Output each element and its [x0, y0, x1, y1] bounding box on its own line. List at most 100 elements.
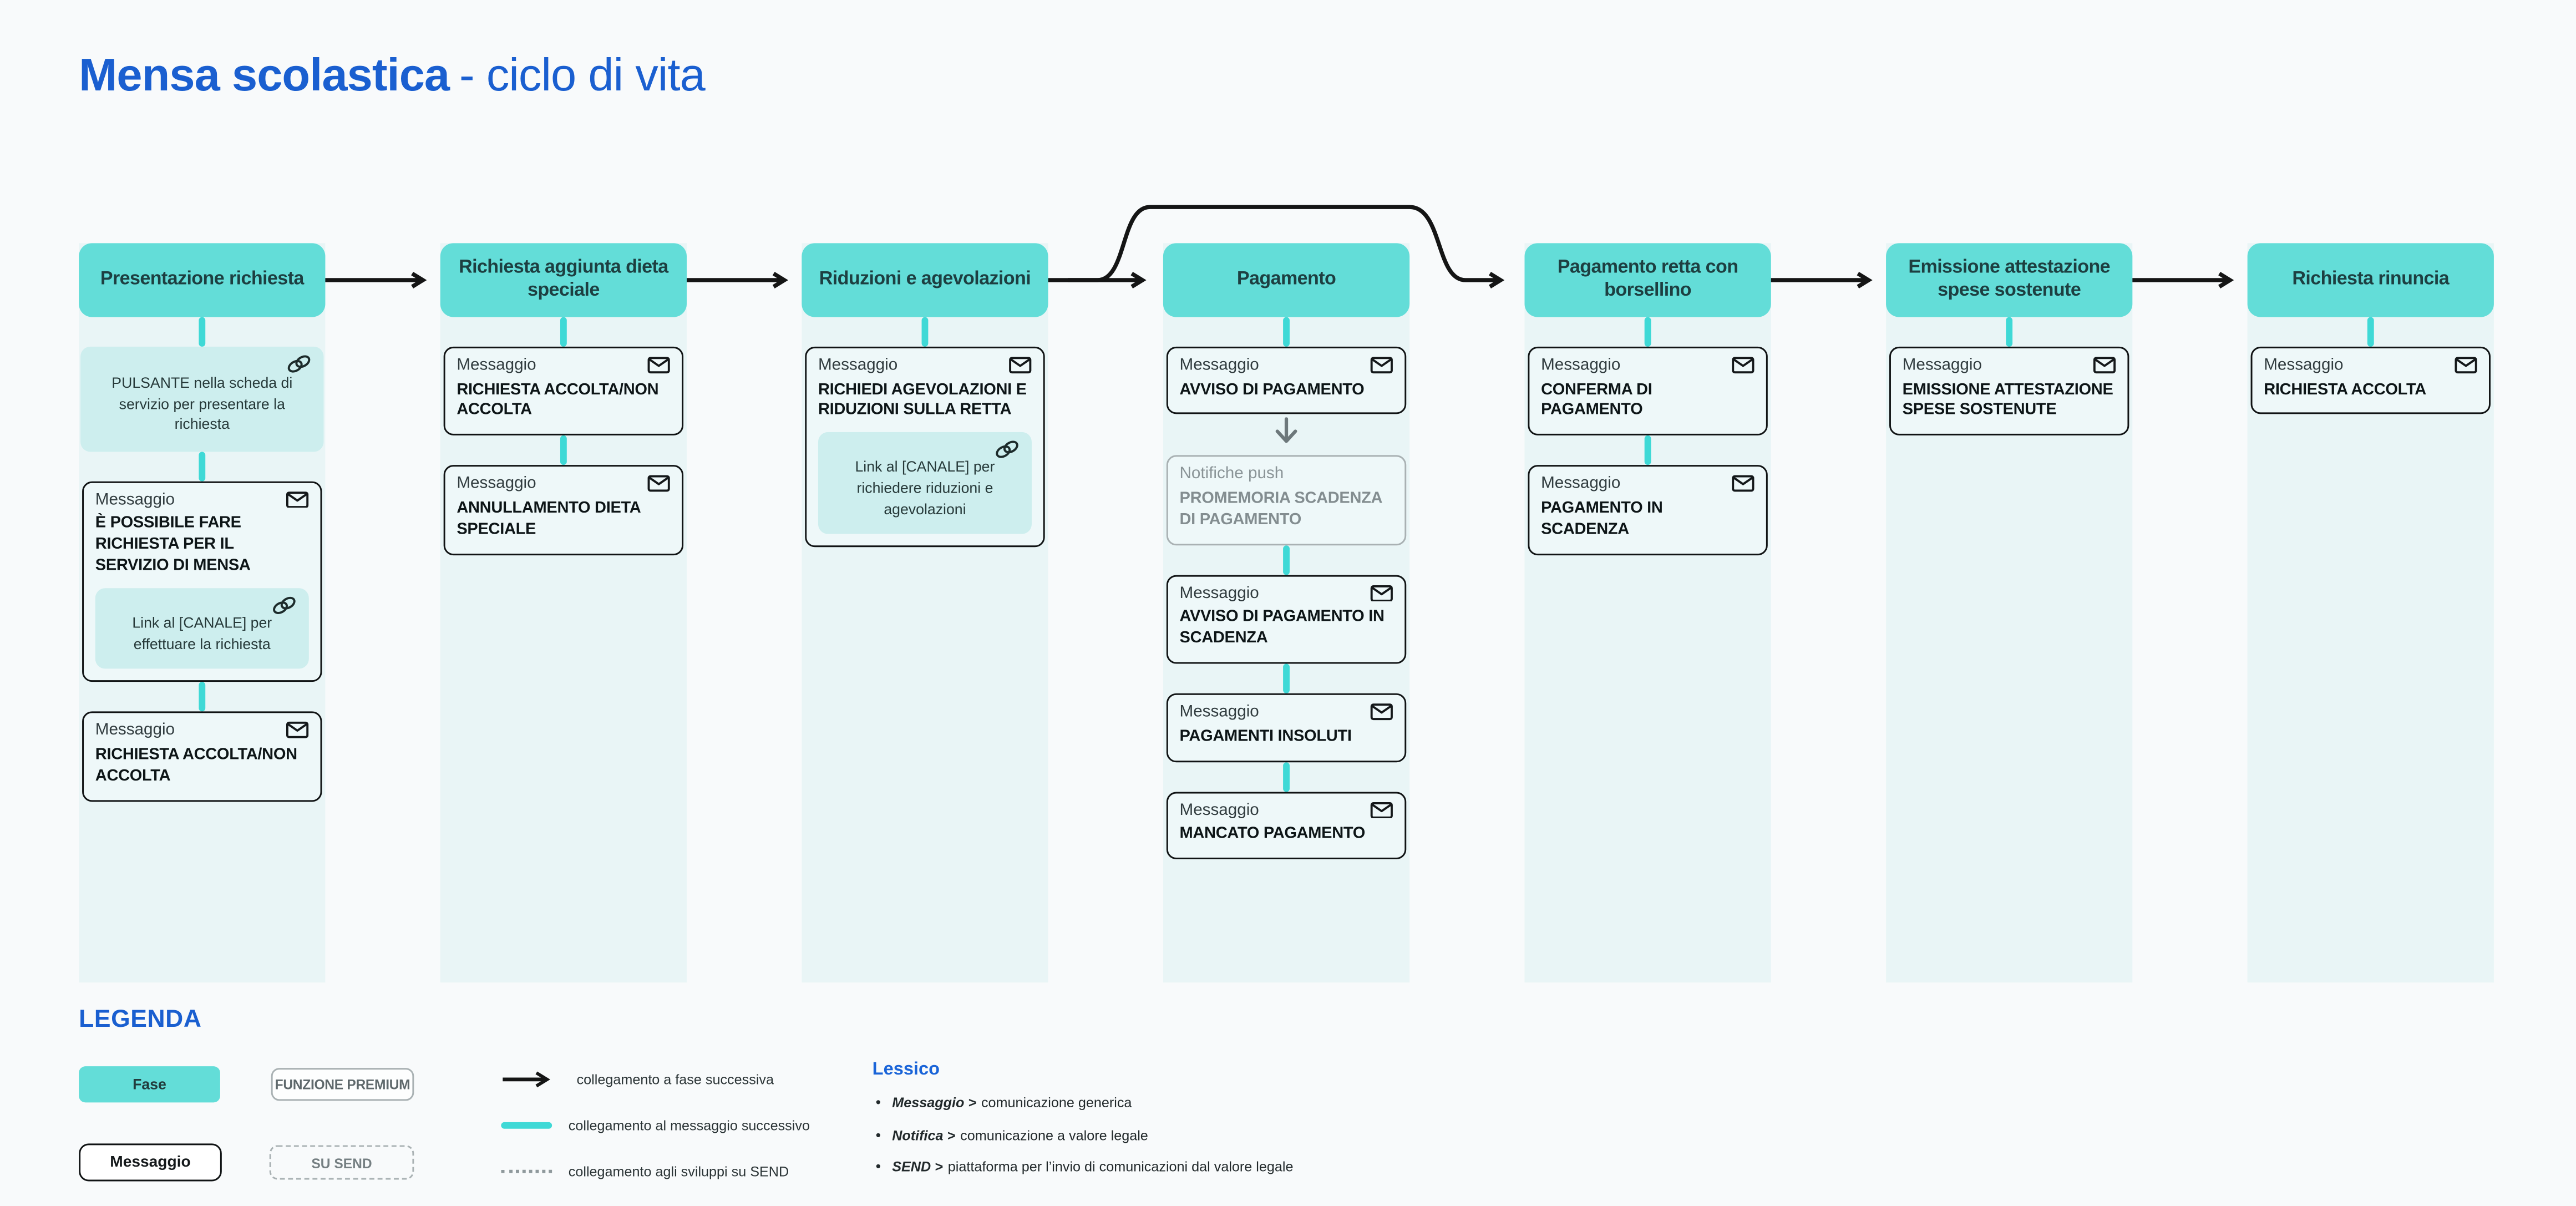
lessico-section: Lessico Messaggio >comunicazione generic…: [873, 1060, 1294, 1191]
legend-heading: LEGENDA: [79, 1005, 202, 1033]
chain-link-icon: [996, 441, 1018, 459]
connector-line: [1283, 545, 1290, 575]
lessico-def: comunicazione generica: [981, 1094, 1132, 1111]
lessico-entry: Messaggio >comunicazione generica: [873, 1094, 1294, 1113]
message-box: Messaggio PAGAMENTO IN SCADENZA: [1528, 465, 1768, 555]
arrow-down-icon: [1275, 418, 1297, 444]
phase-header: Presentazione richiesta: [79, 243, 326, 317]
message-box: Messaggio PAGAMENTI INSOLUTI: [1166, 693, 1407, 762]
connector-line: [1283, 663, 1290, 694]
message-box: Messaggio ANNULLAMENTO DIETA SPECIALE: [443, 465, 684, 555]
lessico-def: piattaforma per l’invio di comunicazioni…: [947, 1159, 1294, 1175]
envelope-icon: [2093, 357, 2116, 374]
message-box: Messaggio MANCATO PAGAMENTO: [1166, 791, 1407, 859]
message-label: Messaggio: [457, 475, 536, 494]
legend-line-label: collegamento al messaggio successivo: [568, 1117, 810, 1134]
message-title: PAGAMENTI INSOLUTI: [1179, 727, 1352, 746]
lessico-term: Notifica >: [892, 1126, 956, 1143]
message-title: EMISSIONE ATTESTAZIONE SPESE SOSTENUTE: [1902, 380, 2113, 420]
phase-header: Pagamento retta con borsellino: [1524, 243, 1771, 317]
legend-premium-chip: FUNZIONE PREMIUM: [271, 1068, 414, 1101]
lessico-list: Messaggio >comunicazione generica Notifi…: [873, 1094, 1294, 1177]
chain-link-icon: [273, 596, 296, 615]
phase-column-richiesta-aggiunta-dieta-speciale: Richiesta aggiunta dieta speciale Messag…: [440, 243, 687, 983]
phase-header: Richiesta aggiunta dieta speciale: [440, 243, 687, 317]
page-title-bold: Mensa scolastica: [79, 49, 450, 100]
envelope-icon: [1370, 357, 1393, 374]
link-box: Link al [CANALE] per richiedere riduzion…: [818, 432, 1032, 534]
phase-header: Pagamento: [1163, 243, 1410, 317]
page-title-rest: - ciclo di vita: [459, 49, 706, 100]
connector-line: [560, 317, 567, 347]
message-box: Messaggio RICHIESTA ACCOLTA: [2250, 346, 2491, 415]
action-text: PULSANTE nella scheda di servizio per pr…: [111, 374, 293, 433]
envelope-icon: [1370, 585, 1393, 602]
legend-line-label: collegamento a fase successiva: [576, 1071, 774, 1088]
message-label: Messaggio: [1179, 584, 1259, 603]
legend-fase-chip: Fase: [79, 1066, 220, 1103]
phase-header: Emissione attestazione spese sostenute: [1886, 243, 2133, 317]
message-label: Messaggio: [1179, 800, 1259, 819]
message-label: Messaggio: [1179, 703, 1259, 722]
envelope-icon: [1370, 801, 1393, 818]
message-title: AVVISO DI PAGAMENTO IN SCADENZA: [1179, 608, 1385, 648]
connector-line: [1645, 435, 1651, 466]
phase-header: Richiesta rinuncia: [2247, 243, 2494, 317]
message-label: Messaggio: [1902, 356, 1982, 375]
envelope-icon: [2455, 357, 2477, 374]
message-label: Messaggio: [2264, 356, 2344, 375]
message-title: AVVISO DI PAGAMENTO: [1179, 380, 1365, 399]
link-text: Link al [CANALE] per richiedere riduzion…: [855, 459, 995, 517]
push-title: PROMEMORIA SCADENZA DI PAGAMENTO: [1179, 489, 1382, 529]
message-box: Messaggio RICHIEDI AGEVOLAZIONI E RIDUZI…: [805, 346, 1045, 548]
legend-su-send-chip: SU SEND: [269, 1145, 414, 1180]
link-box: Link al [CANALE] per effettuare la richi…: [95, 588, 309, 670]
connector-line: [1283, 317, 1290, 347]
message-title: MANCATO PAGAMENTO: [1179, 824, 1366, 843]
message-box: Messaggio CONFERMA DI PAGAMENTO: [1528, 346, 1768, 436]
legend-line-message: collegamento al messaggio successivo: [501, 1114, 810, 1137]
message-box: Messaggio EMISSIONE ATTESTAZIONE SPESE S…: [1889, 346, 2129, 436]
connector-line: [2006, 317, 2012, 347]
connector-line: [199, 451, 205, 482]
connector-line: [560, 435, 567, 466]
message-label: Messaggio: [95, 721, 175, 740]
push-notification-box: Notifiche push PROMEMORIA SCADENZA DI PA…: [1166, 455, 1407, 545]
message-title: RICHIEDI AGEVOLAZIONI E RIDUZIONI SULLA …: [818, 380, 1027, 420]
message-box: Messaggio AVVISO DI PAGAMENTO: [1166, 346, 1407, 415]
envelope-icon: [647, 475, 670, 493]
message-title: RICHIESTA ACCOLTA: [2264, 380, 2426, 399]
lessico-def: comunicazione a valore legale: [960, 1126, 1148, 1143]
message-label: Messaggio: [457, 356, 536, 375]
phase-column-presentazione-richiesta: Presentazione richiesta PULSANTE nella s…: [79, 243, 326, 983]
envelope-icon: [1370, 703, 1393, 721]
phase-column-pagamento: Pagamento Messaggio AVVISO DI PAGAMENTO …: [1163, 243, 1410, 983]
dotted-connector-sample: [501, 1169, 552, 1173]
push-label: Notifiche push: [1179, 465, 1284, 484]
legend-line-phase: collegamento a fase successiva: [501, 1068, 774, 1091]
lessico-entry: SEND >piattaforma per l’invio di comunic…: [873, 1159, 1294, 1177]
action-box: PULSANTE nella scheda di servizio per pr…: [80, 346, 324, 452]
message-title: ANNULLAMENTO DIETA SPECIALE: [457, 499, 641, 539]
message-title: RICHIESTA ACCOLTA/NON ACCOLTA: [457, 380, 659, 420]
phase-column-emissione-attestazione: Emissione attestazione spese sostenute M…: [1886, 243, 2133, 983]
lessico-term: Messaggio >: [892, 1094, 977, 1111]
envelope-icon: [1009, 357, 1032, 374]
legend-messaggio-chip: Messaggio: [79, 1143, 222, 1182]
envelope-icon: [647, 357, 670, 374]
message-label: Messaggio: [1179, 356, 1259, 375]
message-label: Messaggio: [95, 490, 175, 509]
legend-line-label: collegamento agli sviluppi su SEND: [568, 1163, 789, 1180]
message-label: Messaggio: [1541, 356, 1621, 375]
message-box: Messaggio È POSSIBILE FARE RICHIESTA PER…: [82, 481, 322, 682]
teal-connector-sample: [501, 1122, 552, 1128]
arrow-right-icon: [503, 1071, 550, 1088]
envelope-icon: [286, 491, 309, 508]
envelope-icon: [1732, 475, 1754, 493]
message-title: PAGAMENTO IN SCADENZA: [1541, 499, 1663, 539]
message-box: Messaggio RICHIESTA ACCOLTA/NON ACCOLTA: [443, 346, 684, 436]
connector-line: [922, 317, 928, 347]
message-title: È POSSIBILE FARE RICHIESTA PER IL SERVIZ…: [95, 514, 251, 575]
link-text: Link al [CANALE] per effettuare la richi…: [132, 614, 272, 652]
